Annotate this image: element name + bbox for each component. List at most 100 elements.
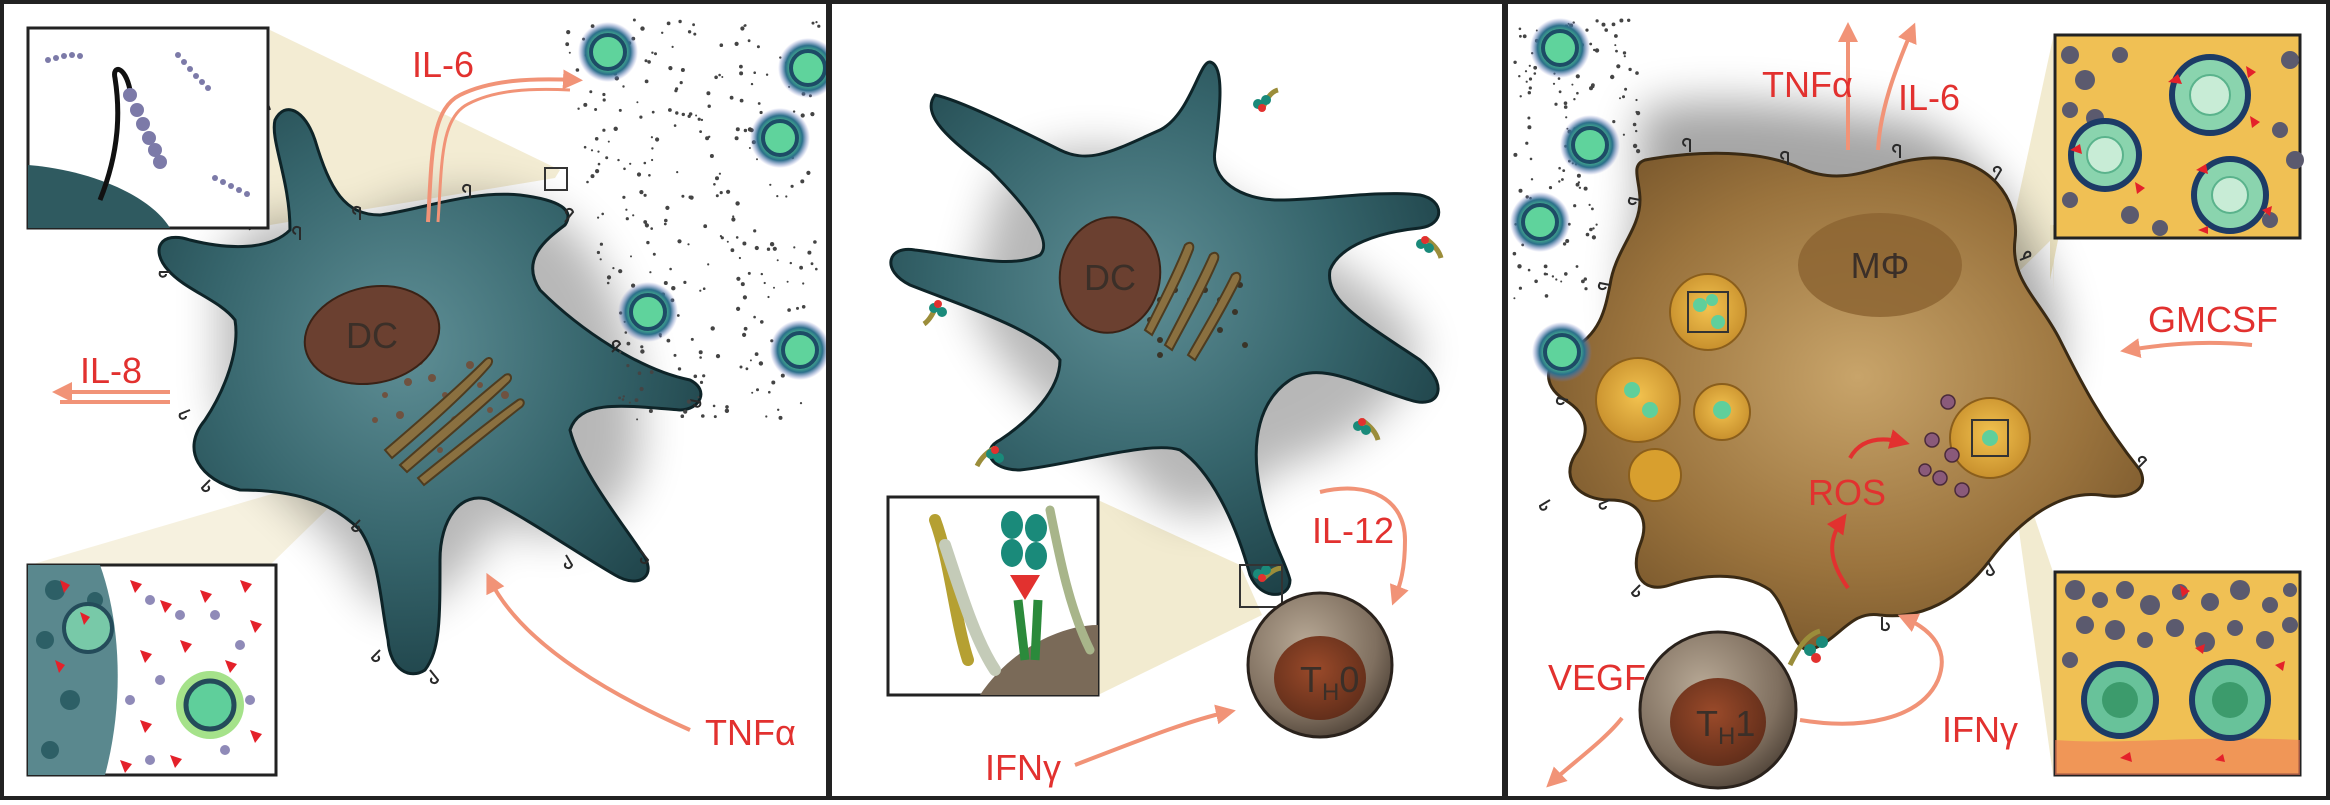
particle xyxy=(634,398,639,402)
particle xyxy=(747,39,751,43)
particle xyxy=(671,286,676,291)
bacteria-cluster xyxy=(578,22,826,380)
particle xyxy=(681,112,685,117)
particle xyxy=(643,161,647,165)
particle xyxy=(771,380,776,385)
particle xyxy=(1581,279,1585,284)
particle xyxy=(693,32,697,36)
particle xyxy=(699,356,702,359)
macrophage-receptors xyxy=(1538,137,2148,632)
particle xyxy=(1527,125,1532,130)
particle xyxy=(743,24,746,27)
particle xyxy=(601,212,604,216)
inset-phagocytosis xyxy=(26,563,278,777)
particle xyxy=(590,174,595,179)
particle xyxy=(607,140,610,143)
particle xyxy=(623,167,626,171)
particle xyxy=(597,150,600,153)
dc-golgi xyxy=(383,356,525,487)
bacteria-cluster-panel3 xyxy=(1510,18,1620,382)
inset-extracellular-killing xyxy=(2053,570,2302,777)
particle xyxy=(648,409,653,413)
particle xyxy=(786,280,789,283)
particle xyxy=(677,367,682,371)
th1-label: TH1 xyxy=(1696,703,1755,750)
particle xyxy=(619,351,622,354)
particle xyxy=(1589,227,1593,232)
particle xyxy=(687,30,692,34)
particle xyxy=(763,281,766,285)
particle xyxy=(602,98,606,102)
particle xyxy=(666,21,671,26)
particle xyxy=(1573,98,1576,101)
particle xyxy=(1614,34,1618,38)
particle xyxy=(671,45,674,49)
particle xyxy=(654,52,657,56)
particle xyxy=(1576,173,1581,178)
particle xyxy=(606,275,612,280)
particle xyxy=(1583,186,1588,191)
particle xyxy=(1616,64,1621,69)
particle xyxy=(753,71,756,74)
dc2-nucleus xyxy=(1058,216,1162,334)
particle xyxy=(721,76,724,78)
particle xyxy=(735,236,739,239)
panel-3-macrophage: MΦ ROS xyxy=(1510,18,2304,790)
particle xyxy=(724,408,730,413)
particle xyxy=(1512,251,1517,256)
particle xyxy=(664,218,668,223)
particle xyxy=(649,370,654,374)
ifng-arrow-panel3 xyxy=(1799,613,1944,726)
particle xyxy=(718,73,721,77)
particle xyxy=(651,110,655,114)
particle xyxy=(599,242,604,246)
panel-1-dendritic-cell: DC xyxy=(26,18,826,777)
particle xyxy=(765,415,768,418)
particle xyxy=(706,91,711,96)
particle xyxy=(753,315,756,319)
particle xyxy=(731,217,736,222)
dendritic-cell-body xyxy=(157,108,703,676)
particle xyxy=(769,242,775,247)
particle xyxy=(637,371,642,376)
particle xyxy=(703,224,708,229)
particle xyxy=(1522,34,1527,39)
particle xyxy=(651,51,654,54)
particle xyxy=(750,82,754,86)
particle xyxy=(778,415,783,420)
particle xyxy=(1565,116,1568,119)
particle xyxy=(583,145,587,149)
particle xyxy=(760,320,764,324)
particle xyxy=(575,68,580,72)
particle xyxy=(1583,277,1588,281)
particle xyxy=(1622,95,1625,99)
dc2-receptor-clusters xyxy=(922,87,1444,582)
particle xyxy=(1563,101,1568,105)
particle xyxy=(1529,157,1533,161)
particle xyxy=(772,246,777,251)
particle xyxy=(1524,70,1528,73)
t-cell-th0-nucleus xyxy=(1274,636,1366,720)
particle xyxy=(644,79,649,84)
particle xyxy=(1622,133,1625,136)
particle xyxy=(699,380,704,384)
particle xyxy=(590,149,594,152)
particle xyxy=(680,68,685,72)
particle xyxy=(817,24,821,28)
particle xyxy=(736,276,741,281)
particle xyxy=(736,306,741,311)
particle xyxy=(1518,75,1521,78)
il6-arrow-panel3 xyxy=(1876,22,1917,151)
particle xyxy=(602,128,606,132)
particle xyxy=(683,409,688,414)
particle xyxy=(1527,91,1532,95)
particle xyxy=(787,308,791,312)
particle xyxy=(1551,275,1555,278)
particle xyxy=(709,154,714,158)
particle xyxy=(636,172,642,177)
particle xyxy=(1558,90,1562,94)
particle xyxy=(1543,264,1548,269)
particle xyxy=(777,408,780,411)
t-cell-th1-nucleus xyxy=(1670,678,1766,766)
particle xyxy=(1558,180,1561,183)
